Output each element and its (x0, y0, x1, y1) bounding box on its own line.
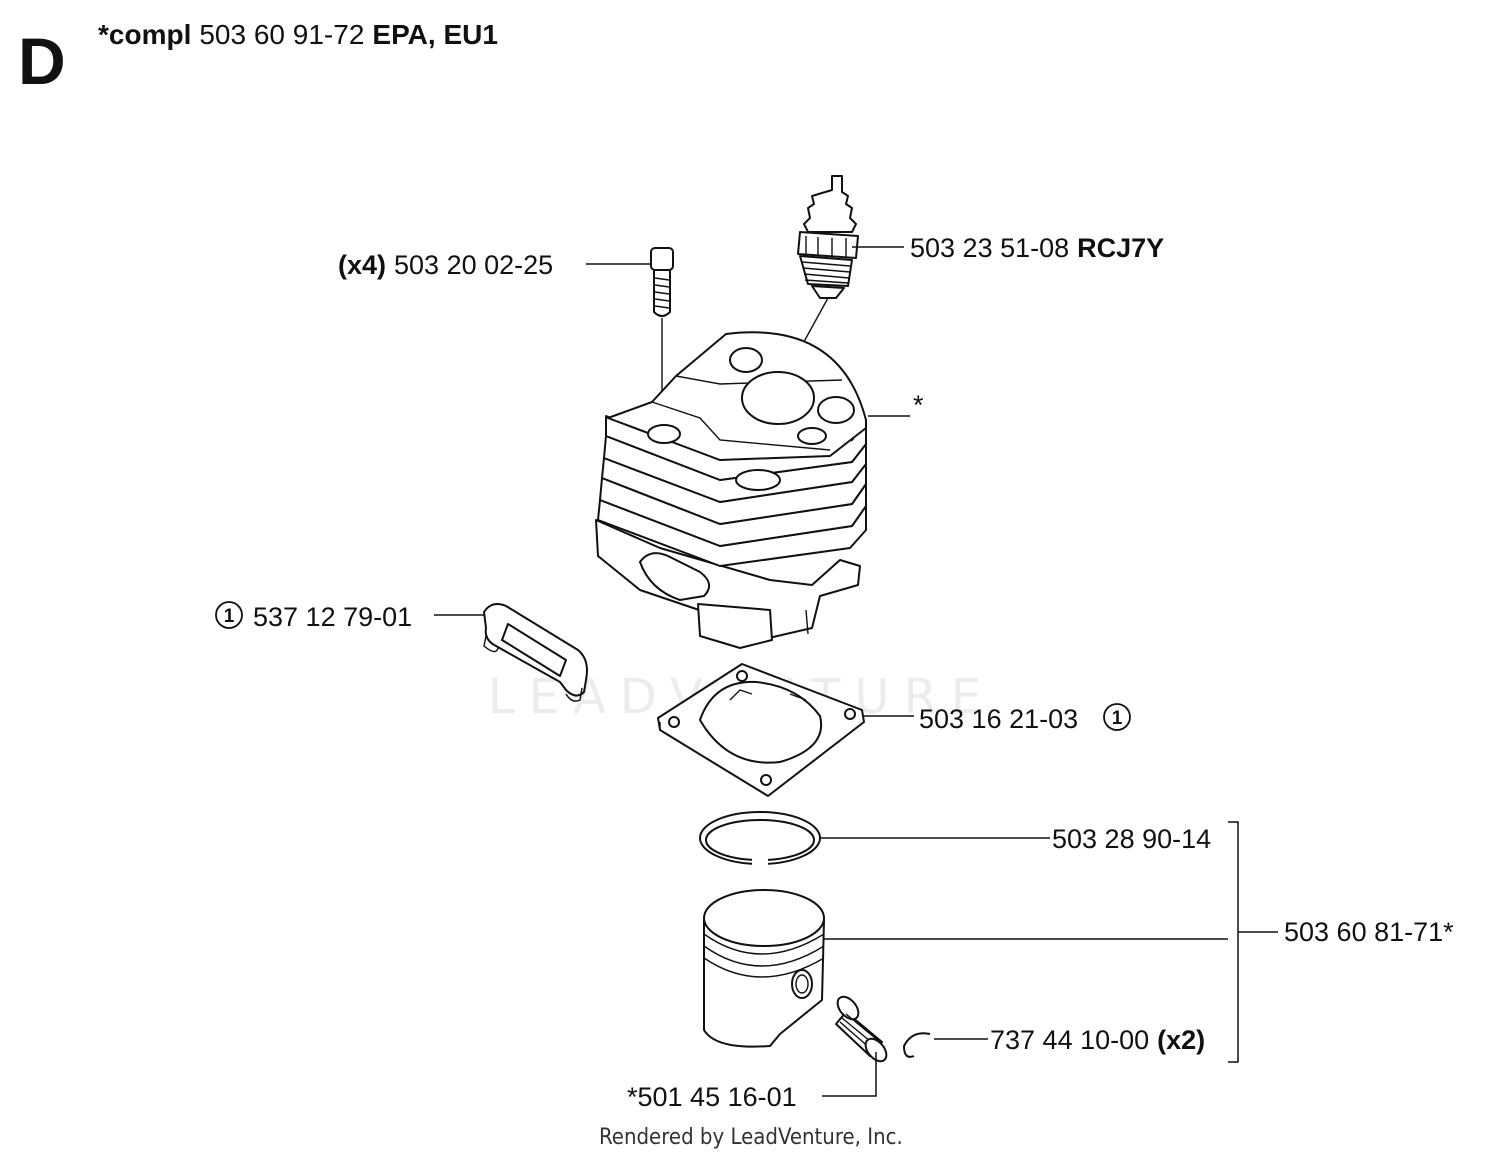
section-letter: D (18, 24, 66, 98)
circlip-part (903, 1032, 931, 1058)
needle-bearing-part (835, 995, 888, 1063)
intake-gasket-number: 537 12 79-01 (253, 602, 412, 632)
intake-gasket-part (483, 603, 588, 702)
assembly-title: *compl 503 60 91-72 EPA, EU1 (98, 19, 498, 50)
needle-bearing-number: *501 45 16-01 (627, 1082, 797, 1112)
cylinder-marker: * (913, 390, 924, 420)
screw-qty: (x4) (338, 250, 386, 280)
spark-plug-type: RCJ7Y (1077, 233, 1164, 263)
intake-gasket-label: 1 537 12 79-01 (215, 601, 412, 632)
assembly-suffix: EPA, EU1 (372, 19, 498, 50)
base-gasket-number: 503 16 21-03 (919, 704, 1078, 734)
screw-number: 503 20 02-25 (394, 250, 553, 280)
footer-credit: Rendered by LeadVenture, Inc. (599, 1125, 903, 1150)
cylinder-part (595, 331, 910, 649)
circlip-number: 737 44 10-00 (990, 1025, 1149, 1055)
assembly-part-number: 503 60 91-72 (199, 19, 364, 50)
spark-plug-label: 503 23 51-08 RCJ7Y (910, 233, 1164, 263)
piston-ring-part (699, 811, 821, 866)
piston-ring-number: 503 28 90-14 (1052, 824, 1211, 854)
intake-gasket-ref: 1 (224, 606, 235, 627)
base-gasket-label: 503 16 21-03 1 (919, 703, 1131, 734)
assembly-prefix: *compl (98, 19, 191, 50)
piston-kit-bracket (1228, 821, 1278, 1063)
spark-plug-number: 503 23 51-08 (910, 233, 1069, 263)
circlip-qty: (x2) (1157, 1025, 1205, 1055)
screw-label: (x4) 503 20 02-25 (338, 250, 553, 280)
piston-kit-number: 503 60 81-71* (1284, 917, 1454, 947)
piston-part (703, 889, 825, 1048)
base-gasket-ref: 1 (1112, 708, 1123, 729)
circlip-label: 737 44 10-00 (x2) (990, 1025, 1205, 1055)
base-gasket-part (657, 663, 865, 797)
needle-bearing-leader (822, 1052, 877, 1097)
